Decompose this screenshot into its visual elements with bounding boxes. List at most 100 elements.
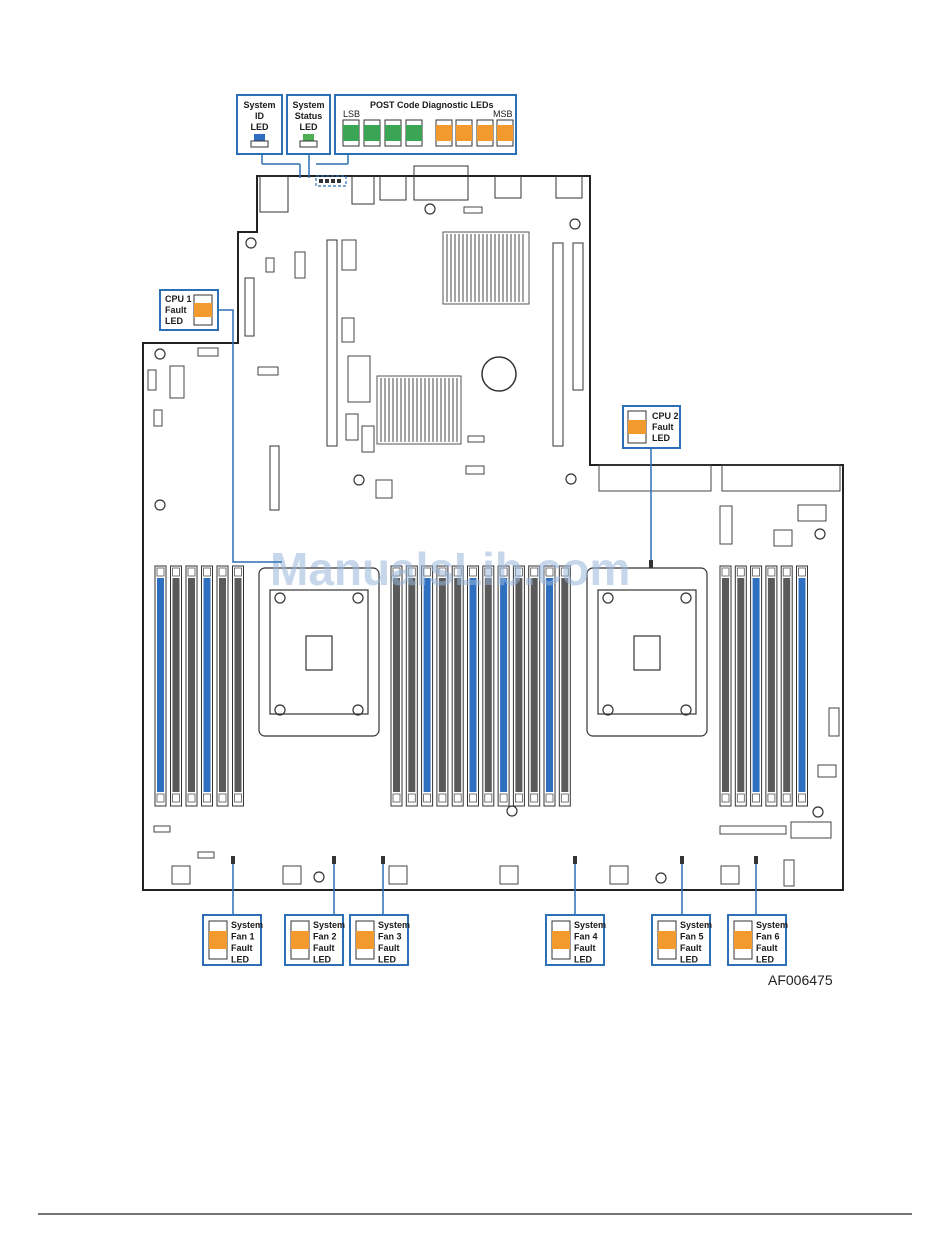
dimm-slot-dark (188, 578, 195, 792)
system-id-led-callout: System ID LED (237, 95, 282, 154)
callout-line: LED (251, 122, 270, 132)
dimm-slot-blue (500, 578, 507, 792)
callout-line: Fault (652, 422, 674, 432)
dimm-slot-blue (753, 578, 760, 792)
post-leds-msb: MSB (493, 109, 513, 119)
dimm-slot-dark (393, 578, 400, 792)
callout-line: CPU 2 (652, 411, 679, 421)
pch-heatsink (377, 376, 461, 444)
post-code-leds-callout: POST Code Diagnostic LEDs LSB MSB (335, 95, 516, 154)
callout-line: LED (378, 955, 397, 965)
callout-line: Fault (378, 943, 400, 953)
dimm-slot-blue (204, 578, 211, 792)
post-leds-title: POST Code Diagnostic LEDs (370, 100, 494, 110)
callout-line: System (378, 920, 410, 930)
orange-led-icon (552, 931, 570, 949)
figure-id: AF006475 (768, 972, 833, 988)
post-led-orange-icon (436, 125, 452, 141)
callout-line: Fan 2 (313, 932, 337, 942)
dimm-slot-dark (531, 578, 538, 792)
post-led-orange-icon (456, 125, 472, 141)
callout-line: Fan 5 (680, 932, 704, 942)
orange-led-icon (628, 420, 646, 434)
callout-line: LED (231, 955, 250, 965)
dimm-slot-dark (439, 578, 446, 792)
callout-line: ID (255, 111, 265, 121)
system-status-led-callout: System Status LED (287, 95, 330, 154)
fan-callouts: SystemFan 1FaultLEDSystemFan 2FaultLEDSy… (203, 856, 788, 965)
callout-line: LED (756, 955, 775, 965)
callout-line: Fault (231, 943, 253, 953)
callout-line: Fan 1 (231, 932, 255, 942)
dimm-slot-dark (768, 578, 775, 792)
callout-line: CPU 1 (165, 294, 192, 304)
callout-line: Fault (313, 943, 335, 953)
callout-line: Status (295, 111, 323, 121)
post-led-orange-icon (477, 125, 493, 141)
post-led-green-icon (385, 125, 401, 141)
callout-line: Fan 3 (378, 932, 402, 942)
callout-line: LED (574, 955, 593, 965)
dimm-slots (155, 566, 808, 806)
callout-line: Fault (574, 943, 596, 953)
dimm-slot-dark (722, 578, 729, 792)
orange-led-icon (734, 931, 752, 949)
callout-line: System (574, 920, 606, 930)
cpu2-fault-led-callout: CPU 2 Fault LED (623, 406, 680, 448)
dimm-slot-dark (783, 578, 790, 792)
green-led-icon (303, 134, 314, 141)
orange-led-icon (658, 931, 676, 949)
blue-led-icon (254, 134, 265, 141)
chipset-heatsink (443, 232, 529, 304)
dimm-slot-dark (737, 578, 744, 792)
callout-line: Fault (756, 943, 778, 953)
callout-line: Fan 4 (574, 932, 598, 942)
callout-line: System (313, 920, 345, 930)
dimm-slot-dark (515, 578, 522, 792)
dimm-slot-dark (219, 578, 226, 792)
dimm-slot-dark (408, 578, 415, 792)
callout-line: LED (300, 122, 319, 132)
pcie-riser-slots (245, 240, 583, 510)
dimm-slot-dark (235, 578, 242, 792)
dimm-slot-dark (173, 578, 180, 792)
post-leds-lsb: LSB (343, 109, 360, 119)
dimm-slot-blue (546, 578, 553, 792)
callout-line: Fault (680, 943, 702, 953)
post-led-green-icon (364, 125, 380, 141)
fan-headers (172, 860, 794, 886)
orange-led-icon (356, 931, 374, 949)
dimm-slot-dark (485, 578, 492, 792)
post-led-header (316, 154, 348, 186)
orange-led-icon (209, 931, 227, 949)
callout-line: System (231, 920, 263, 930)
callout-line: System (292, 100, 324, 110)
callout-line: LED (652, 433, 671, 443)
dimm-slot-blue (424, 578, 431, 792)
callout-line: LED (680, 955, 699, 965)
post-led-orange-icon (497, 125, 513, 141)
callout-line: LED (165, 316, 184, 326)
post-led-green-icon (406, 125, 422, 141)
cmos-battery (482, 357, 516, 391)
dimm-slot-blue (470, 578, 477, 792)
callout-line: System (243, 100, 275, 110)
orange-led-icon (194, 303, 212, 317)
orange-led-icon (291, 931, 309, 949)
callout-line: System (756, 920, 788, 930)
callout-line: LED (313, 955, 332, 965)
watermark: ManualsLib.com (270, 543, 630, 595)
dimm-slot-dark (454, 578, 461, 792)
dimm-slot-dark (561, 578, 568, 792)
post-led-green-icon (343, 125, 359, 141)
callout-line: Fan 6 (756, 932, 780, 942)
callout-line: System (680, 920, 712, 930)
callout-line: Fault (165, 305, 187, 315)
